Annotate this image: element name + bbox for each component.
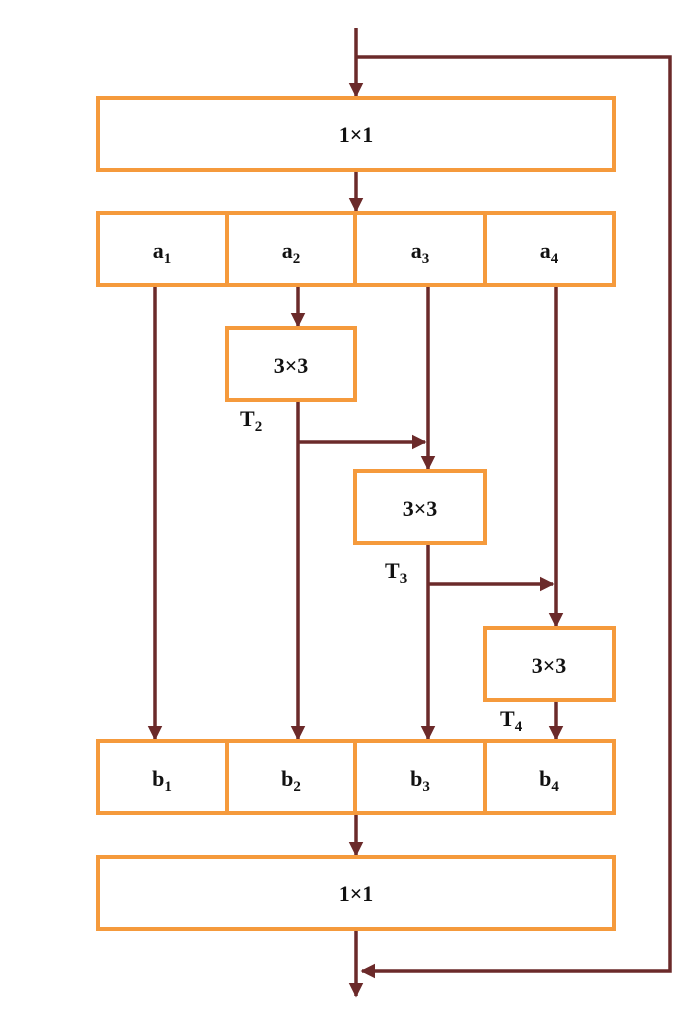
- split-a3-label: a3: [411, 238, 430, 267]
- split-b3-cell: [353, 739, 487, 815]
- conv-3x3-k3: 3×3: [353, 469, 487, 545]
- conv-3x3-k4: 3×3: [483, 626, 616, 702]
- split-row-a: a1 a2 a3 a4: [96, 211, 616, 287]
- split-b2-label: b2: [281, 766, 301, 795]
- conv-1x1-bottom-label: 1×1: [339, 881, 374, 906]
- conv-1x1-top: 1×1: [96, 96, 616, 172]
- conv-1x1-bottom: 1×1: [96, 855, 616, 931]
- t2-label: T2: [240, 406, 262, 435]
- split-b4-label: b4: [539, 766, 559, 795]
- conv-3x3-k2: 3×3: [225, 326, 357, 402]
- connections: [147, 28, 672, 998]
- split-b4-cell: [483, 739, 616, 815]
- t3-label: T3: [385, 558, 407, 587]
- t4-label: T4: [500, 706, 523, 735]
- split-a4-label: a4: [540, 238, 559, 267]
- split-b1-label: b1: [152, 766, 172, 795]
- split-a4-cell: [483, 211, 616, 287]
- split-row-b: b1 b2 b3 b4: [96, 739, 616, 815]
- split-a1-label: a1: [153, 238, 172, 267]
- skip-connection-arrow: [356, 55, 672, 979]
- split-b1-cell: [96, 739, 229, 815]
- conv-1x1-top-label: 1×1: [339, 122, 374, 147]
- conv-3x3-k2-label: 3×3: [274, 353, 309, 378]
- split-b2-cell: [225, 739, 357, 815]
- split-a2-label: a2: [282, 238, 301, 267]
- split-b3-label: b3: [410, 766, 430, 795]
- conv-3x3-k4-label: 3×3: [532, 653, 567, 678]
- conv-3x3-k3-label: 3×3: [403, 496, 438, 521]
